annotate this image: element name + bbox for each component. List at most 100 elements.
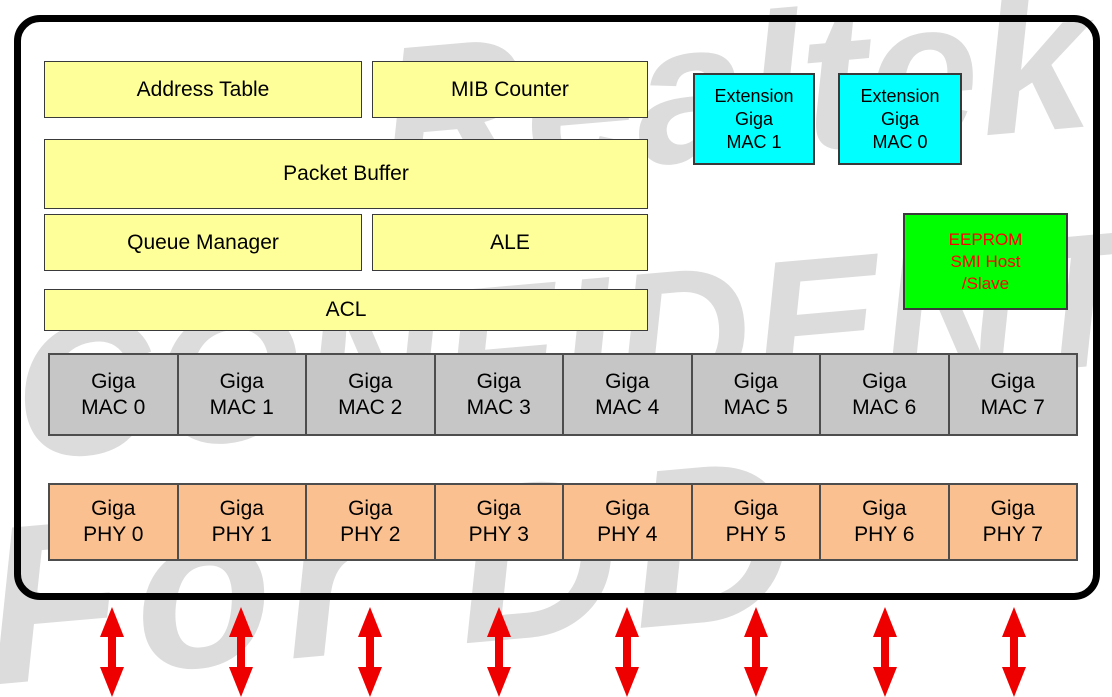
arrow-shaft	[623, 637, 631, 667]
arrow-shaft	[752, 637, 760, 667]
giga-mac-6-cell: Giga MAC 6	[819, 353, 950, 436]
extension-mac1-line1: Extension	[714, 85, 794, 106]
arrow-down-head	[100, 667, 124, 697]
giga-label: Giga	[219, 497, 264, 520]
arrow-up-head	[487, 607, 511, 637]
arrow-up-head	[744, 607, 768, 637]
arrow-shaft	[881, 637, 889, 667]
mac-7-label: MAC 7	[980, 395, 1045, 419]
phy-7-label: PHY 7	[982, 523, 1043, 546]
giga-phy-6-cell: Giga PHY 6	[819, 483, 950, 561]
arrow-shaft	[495, 637, 503, 667]
mac-1-label: MAC 1	[209, 395, 274, 419]
giga-label: Giga	[219, 369, 264, 393]
phy-6-label: PHY 6	[854, 523, 915, 546]
giga-phy-1-cell: Giga PHY 1	[176, 483, 307, 561]
eeprom-line1: EEPROM	[948, 229, 1023, 249]
giga-label: Giga	[733, 497, 778, 520]
block-ale-label: ALE	[490, 230, 530, 254]
giga-label: Giga	[862, 497, 907, 520]
arrow-shaft	[1010, 637, 1018, 667]
mac-0-label: MAC 0	[81, 395, 146, 419]
block-extension-giga-mac-1: Extension Giga MAC 1	[693, 73, 815, 165]
extension-mac1-line3: MAC 1	[726, 131, 782, 152]
mac-4-label: MAC 4	[595, 395, 660, 419]
phy-4-label: PHY 4	[597, 523, 658, 546]
block-extension-giga-mac-0: Extension Giga MAC 0	[838, 73, 962, 165]
arrow-up-head	[229, 607, 253, 637]
phy-port-6-arrow-icon	[873, 607, 897, 697]
arrow-up-head	[100, 607, 124, 637]
extension-mac0-line1: Extension	[860, 85, 940, 106]
giga-label: Giga	[91, 497, 136, 520]
giga-label: Giga	[605, 497, 650, 520]
giga-label: Giga	[990, 497, 1035, 520]
arrow-shaft	[366, 637, 374, 667]
extension-mac0-line3: MAC 0	[872, 131, 928, 152]
block-address-table: Address Table	[44, 61, 362, 118]
phy-port-0-arrow-icon	[100, 607, 124, 697]
chip-outline-frame	[14, 15, 1100, 600]
arrow-down-head	[358, 667, 382, 697]
giga-mac-row: Giga MAC 0 Giga MAC 1 Giga MAC 2 Giga MA…	[48, 353, 1078, 436]
arrow-down-head	[615, 667, 639, 697]
giga-phy-7-cell: Giga PHY 7	[947, 483, 1078, 561]
eeprom-line3: /Slave	[961, 273, 1010, 293]
arrow-down-head	[873, 667, 897, 697]
giga-label: Giga	[862, 369, 907, 393]
arrow-down-head	[1002, 667, 1026, 697]
giga-mac-1-cell: Giga MAC 1	[176, 353, 307, 436]
mac-2-label: MAC 2	[338, 395, 403, 419]
phy-0-label: PHY 0	[83, 523, 144, 546]
giga-label: Giga	[733, 369, 778, 393]
arrow-up-head	[873, 607, 897, 637]
giga-mac-3-cell: Giga MAC 3	[433, 353, 564, 436]
arrow-down-head	[744, 667, 768, 697]
giga-label: Giga	[348, 369, 393, 393]
extension-mac0-line2: Giga	[880, 108, 920, 129]
giga-phy-row: Giga PHY 0 Giga PHY 1 Giga PHY 2 Giga PH…	[48, 483, 1078, 561]
phy-1-label: PHY 1	[211, 523, 272, 546]
mac-5-label: MAC 5	[723, 395, 788, 419]
arrow-shaft	[237, 637, 245, 667]
block-mib-counter-label: MIB Counter	[451, 77, 569, 101]
phy-port-2-arrow-icon	[358, 607, 382, 697]
mac-3-label: MAC 3	[466, 395, 531, 419]
arrow-shaft	[108, 637, 116, 667]
giga-label: Giga	[476, 497, 521, 520]
giga-phy-5-cell: Giga PHY 5	[690, 483, 821, 561]
phy-port-4-arrow-icon	[615, 607, 639, 697]
arrow-up-head	[358, 607, 382, 637]
phy-port-7-arrow-icon	[1002, 607, 1026, 697]
giga-phy-4-cell: Giga PHY 4	[562, 483, 693, 561]
giga-mac-0-cell: Giga MAC 0	[48, 353, 179, 436]
giga-phy-0-cell: Giga PHY 0	[48, 483, 179, 561]
block-packet-buffer-label: Packet Buffer	[283, 162, 409, 185]
block-queue-manager-label: Queue Manager	[127, 230, 279, 254]
phy-port-3-arrow-icon	[487, 607, 511, 697]
giga-label: Giga	[348, 497, 393, 520]
giga-mac-4-cell: Giga MAC 4	[562, 353, 693, 436]
block-acl-label: ACL	[325, 298, 367, 321]
giga-label: Giga	[990, 369, 1035, 393]
giga-mac-2-cell: Giga MAC 2	[305, 353, 436, 436]
phy-3-label: PHY 3	[468, 523, 529, 546]
mac-6-label: MAC 6	[852, 395, 917, 419]
giga-label: Giga	[91, 369, 136, 393]
block-mib-counter: MIB Counter	[372, 61, 648, 118]
giga-mac-7-cell: Giga MAC 7	[947, 353, 1078, 436]
giga-phy-3-cell: Giga PHY 3	[433, 483, 564, 561]
block-eeprom-smi: EEPROM SMI Host /Slave	[903, 213, 1068, 310]
extension-mac1-line2: Giga	[734, 108, 774, 129]
block-acl: ACL	[44, 289, 648, 331]
block-queue-manager: Queue Manager	[44, 214, 362, 271]
arrow-down-head	[487, 667, 511, 697]
phy-port-5-arrow-icon	[744, 607, 768, 697]
arrow-up-head	[615, 607, 639, 637]
giga-label: Giga	[476, 369, 521, 393]
eeprom-line2: SMI Host	[950, 251, 1021, 271]
phy-5-label: PHY 5	[725, 523, 786, 546]
phy-2-label: PHY 2	[340, 523, 401, 546]
arrow-up-head	[1002, 607, 1026, 637]
